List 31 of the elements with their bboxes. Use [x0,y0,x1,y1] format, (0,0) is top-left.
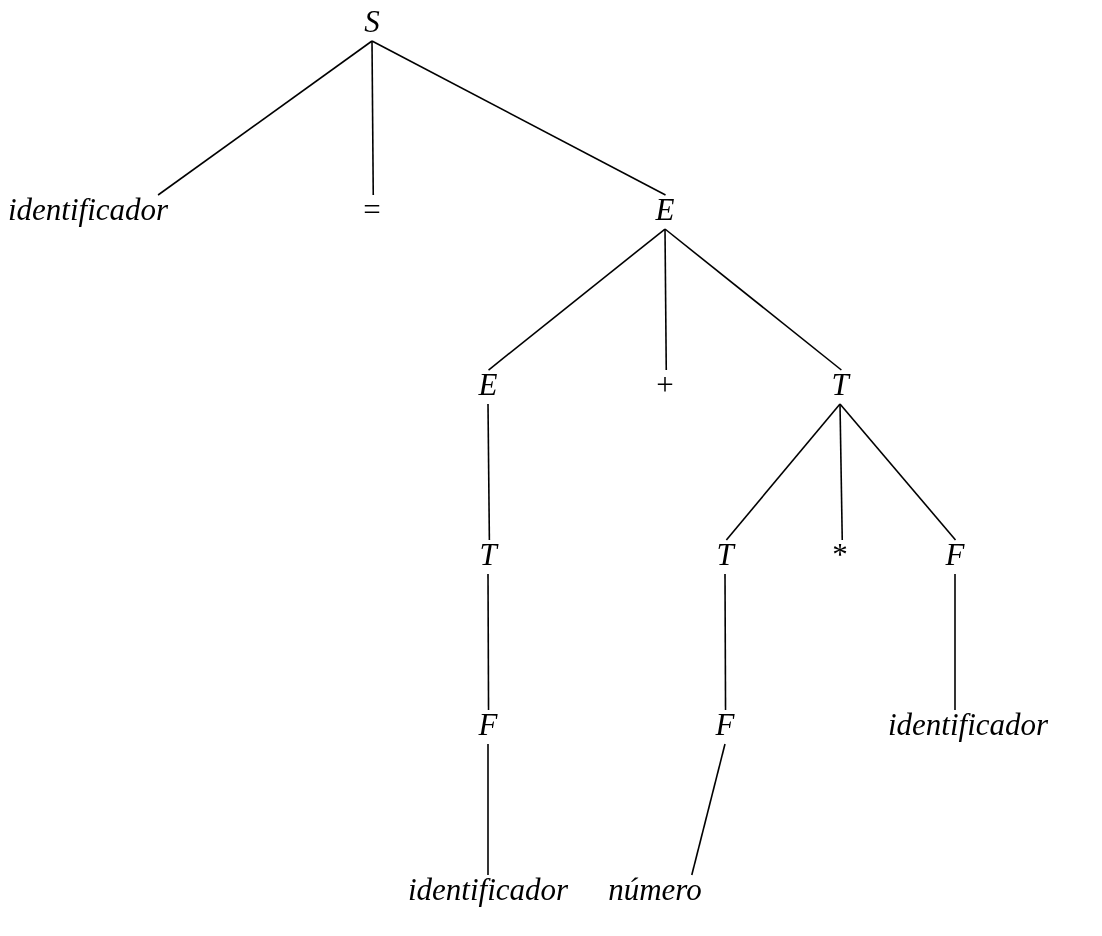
tree-branch-line [954,573,956,711]
tree-branch-line [724,573,727,711]
tree-node-label: T [831,368,849,402]
tree-branch-line [839,403,957,541]
tree-branch-line [839,403,844,541]
tree-branch-line [487,403,491,541]
tree-branch-line [691,743,726,876]
tree-node-label: * [832,538,848,572]
tree-node-label: E [478,368,498,402]
tree-node-label: T [479,538,497,572]
tree-branch-line [725,403,841,541]
tree-node-label: S [364,5,380,39]
tree-branch-line [157,40,373,196]
tree-node-label: identificador [887,708,1049,742]
tree-node-label: F [945,538,965,572]
tree-branch-line [487,573,490,711]
tree-node-label: = [363,193,381,227]
tree-branch-line [371,40,375,196]
tree-node-label: + [656,368,674,402]
tree-branch-line [487,743,489,876]
tree-node-label: identificador [407,873,569,907]
tree-branch-line [664,228,843,371]
tree-node-label: F [715,708,735,742]
tree-branch-line [664,228,668,371]
tree-branch-line [371,40,667,196]
tree-node-label: E [655,193,675,227]
tree-node-label: F [478,708,498,742]
tree-node-label: número [608,873,702,907]
tree-node-label: identificador [7,193,169,227]
tree-node-label: T [716,538,734,572]
tree-branch-line [487,228,666,371]
